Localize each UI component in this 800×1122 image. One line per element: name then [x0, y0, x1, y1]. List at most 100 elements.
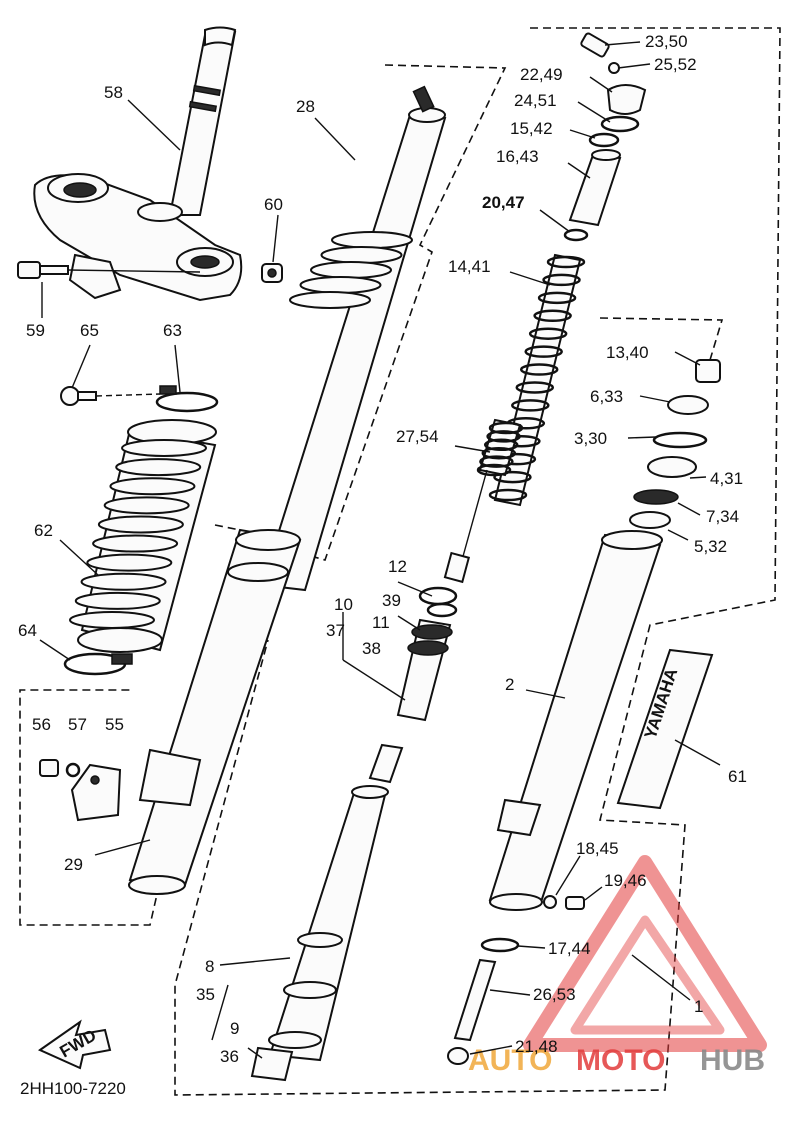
boot-rib: [115, 458, 202, 477]
callout-55: 55: [105, 715, 124, 734]
callout-13-40: 13,40: [606, 343, 649, 362]
spring-coil: [528, 327, 568, 340]
bolt-18: [543, 895, 557, 909]
callout-4-31: 4,31: [710, 469, 743, 488]
boot-rib: [92, 534, 179, 553]
damper-group-outline: [599, 317, 724, 361]
clip-ring: [652, 431, 708, 449]
watermark-hub-text: HUB: [700, 1044, 765, 1077]
spring-coil: [533, 309, 572, 323]
callout-16-43: 16,43: [496, 147, 539, 166]
callout-25-52: 25,52: [654, 55, 697, 74]
spring-coil: [524, 345, 563, 358]
callout-39: 39: [382, 591, 401, 610]
callout-29: 29: [64, 855, 83, 874]
inner-tube-group-outline: [174, 27, 781, 1096]
callout-23-50: 23,50: [645, 32, 688, 51]
callout-56: 56: [32, 715, 51, 734]
damper-coil: [488, 421, 524, 435]
callout-61: 61: [728, 767, 747, 786]
washer-7: [633, 489, 679, 505]
boot-rib: [86, 553, 173, 572]
callout-10: 10: [334, 595, 353, 614]
callout-62: 62: [34, 521, 53, 540]
washer-21: [447, 1047, 469, 1065]
spring-seat: [588, 132, 620, 148]
callout-28: 28: [296, 97, 315, 116]
bushing-5: [629, 511, 671, 529]
spring-coil: [519, 363, 559, 376]
lower-leg-left: [128, 528, 302, 895]
boot-rib: [74, 591, 161, 610]
inner-tube: [268, 785, 389, 1062]
watermark-logo: AUTO MOTO HUB: [468, 855, 767, 1077]
callout-22-49: 22,49: [520, 65, 563, 84]
callout-21-48: 21,48: [515, 1037, 558, 1056]
cap-bolt: [580, 32, 620, 74]
fwd-arrow: FWD: [37, 1019, 112, 1070]
spring-coil: [488, 488, 528, 502]
callout-labels: 58 28 60 59 65 63 62 64 56 57 55 29 23,5…: [18, 32, 747, 1066]
bolt-19: [565, 896, 585, 910]
callout-60: 60: [264, 195, 283, 214]
spring-coil: [542, 273, 581, 287]
piston-cylinder: [368, 743, 404, 784]
callout-17-44: 17,44: [548, 939, 591, 958]
steering-stem-assembly: [33, 26, 243, 302]
oil-lock-piece: [250, 1046, 294, 1082]
callout-19-46: 19,46: [604, 871, 647, 890]
callout-35: 35: [196, 985, 215, 1004]
clamp-bolt: [17, 261, 201, 279]
callout-12: 12: [388, 557, 407, 576]
spring-coil: [511, 399, 550, 412]
callout-11: 11: [372, 613, 390, 632]
callout-26-53: 26,53: [533, 985, 576, 1004]
fork-boot: [69, 419, 217, 653]
callout-6-33: 6,33: [590, 387, 623, 406]
watermark-auto-text: AUTO: [468, 1044, 552, 1077]
callout-57: 57: [68, 715, 87, 734]
callout-20-47: 20,47: [482, 193, 525, 212]
spring-coil: [546, 255, 586, 269]
callout-7-34: 7,34: [706, 507, 739, 526]
bleed-cap: [39, 759, 59, 777]
boot-rib: [69, 611, 155, 629]
drain-bolt: [453, 958, 497, 1042]
callout-37: 37: [326, 621, 345, 640]
callout-64: 64: [18, 621, 37, 640]
boot-clamp-screw: [60, 386, 161, 406]
boot-rib: [121, 439, 207, 457]
boot-rib: [80, 572, 167, 591]
damper-coil: [479, 455, 514, 468]
leader-lines: [39, 41, 721, 1059]
boot-rib: [109, 477, 196, 496]
clamp-nut: [261, 263, 283, 283]
lower-leg-right: [488, 530, 663, 911]
callout-63: 63: [163, 321, 182, 340]
damper-rod: [443, 418, 524, 584]
callout-38: 38: [362, 639, 381, 658]
boot-clamp-lower: [63, 652, 133, 676]
fork-cap: [600, 84, 647, 133]
outer-tube: [260, 85, 447, 592]
damper-coil: [481, 446, 517, 460]
callout-1: 1: [694, 997, 703, 1016]
callout-9: 9: [230, 1019, 239, 1038]
nut-20: [563, 228, 589, 242]
dust-seal: [667, 395, 709, 415]
caliper-bracket: [70, 763, 122, 822]
callout-58: 58: [104, 83, 123, 102]
callout-2: 2: [505, 675, 514, 694]
callout-5-32: 5,32: [694, 537, 727, 556]
lower-leg-group-outline: [19, 524, 241, 926]
boot-rib: [97, 515, 184, 534]
washer-small: [65, 762, 81, 778]
callout-15-42: 15,42: [510, 119, 553, 138]
washer-17: [480, 937, 520, 953]
boot-rib: [103, 496, 190, 515]
outer-boot-rib: [320, 246, 403, 264]
damper-coil: [486, 430, 521, 443]
callout-18-45: 18,45: [576, 839, 619, 858]
outer-boot-rib: [289, 291, 371, 309]
